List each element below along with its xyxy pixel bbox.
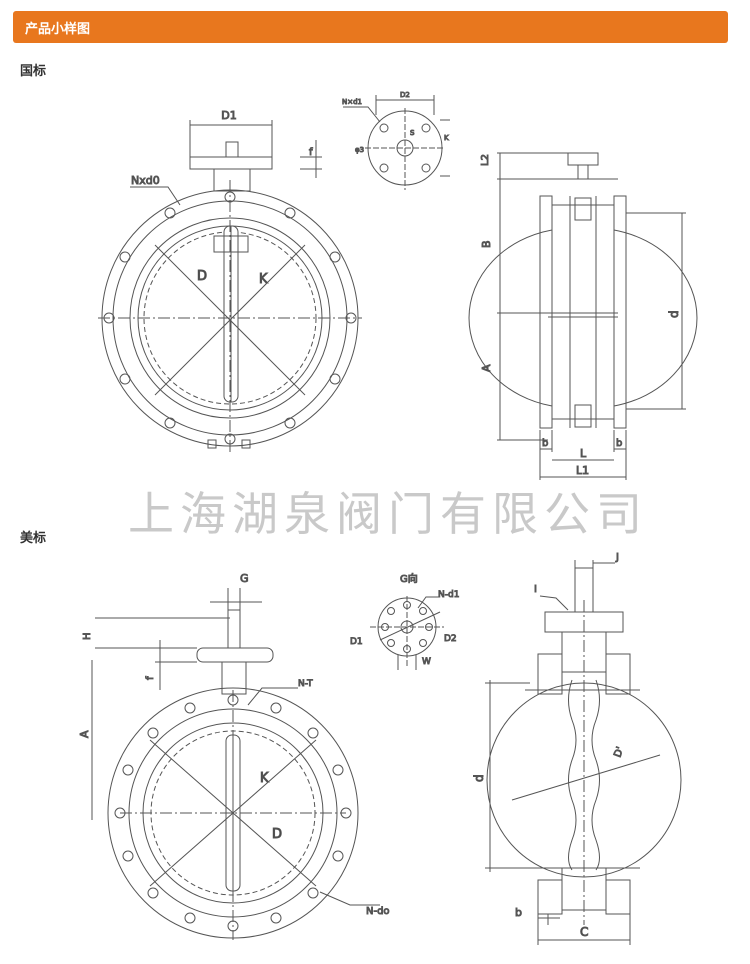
ansi-side-dp-label: D' xyxy=(612,745,626,759)
gb-side-d-label: d xyxy=(667,310,681,318)
ansi-top-d1-label: D1 xyxy=(350,637,363,647)
gb-top-d2-label: D2 xyxy=(400,91,410,99)
ansi-front-a-label: A xyxy=(78,730,91,738)
ansi-side-d-label: d xyxy=(472,774,486,782)
gb-front-d1-label: D1 xyxy=(221,109,236,122)
gb-front-view xyxy=(98,120,362,455)
gb-side-b-upper-label: B xyxy=(480,240,493,248)
ansi-front-g-label: G xyxy=(240,572,249,585)
header-bar: 产品小样图 xyxy=(13,11,728,43)
gb-side-l1-label: L1 xyxy=(576,464,589,477)
ansi-top-gdir-label: G向 xyxy=(400,572,418,585)
ansi-side-i-label: I xyxy=(534,584,537,595)
ansi-front-d-label: D xyxy=(272,827,282,842)
ansi-side-view xyxy=(485,560,682,945)
ansi-side-j-label: J xyxy=(615,552,619,563)
gb-side-a-label: A xyxy=(480,364,493,372)
gb-top-k-label: K xyxy=(444,134,449,142)
gb-top-s-label: S xyxy=(410,129,415,137)
gb-top-phi3-label: φ3 xyxy=(355,146,364,154)
gb-top-view xyxy=(343,95,450,190)
gb-side-b-left-label: b xyxy=(542,438,548,449)
ansi-front-view xyxy=(91,588,380,940)
gb-front-d-label: D xyxy=(197,269,207,284)
section-label-gb: 国标 xyxy=(20,64,47,79)
gb-side-l2-label: L2 xyxy=(480,154,491,166)
ansi-side-b-label: b xyxy=(515,906,522,919)
ansi-front-ndo-label: N-do xyxy=(366,906,390,917)
gb-side-b-right-label: b xyxy=(616,438,622,449)
gb-front-f-label: f xyxy=(309,147,313,158)
gb-top-plate xyxy=(189,156,273,170)
header-title: 产品小样图 xyxy=(25,22,91,37)
ansi-side-c-label: C xyxy=(580,925,588,939)
gb-top-nd1-label: N×d1 xyxy=(342,98,362,106)
gb-neck xyxy=(213,168,251,192)
gb-side-view xyxy=(468,152,698,480)
ansi-top-view xyxy=(370,596,444,670)
company-watermark: 上海湖泉阀门有限公司 xyxy=(128,487,648,541)
ansi-front-h-label: H xyxy=(82,632,93,640)
ansi-top-w-label: W xyxy=(422,657,431,667)
gb-side-l-label: L xyxy=(580,447,587,460)
gb-front-k-label: K xyxy=(259,272,268,287)
gb-front-nxd0-label: Nxd0 xyxy=(131,174,160,187)
ansi-top-d2-label: D2 xyxy=(444,634,457,644)
section-label-ansi: 美标 xyxy=(20,531,47,546)
ansi-front-k-label: K xyxy=(260,771,269,786)
ansi-top-nd1-label: N-d1 xyxy=(438,590,459,600)
ansi-front-f-label: f xyxy=(145,676,156,680)
gb-stem-top xyxy=(225,141,239,158)
ansi-front-nt-label: N-T xyxy=(298,679,313,689)
